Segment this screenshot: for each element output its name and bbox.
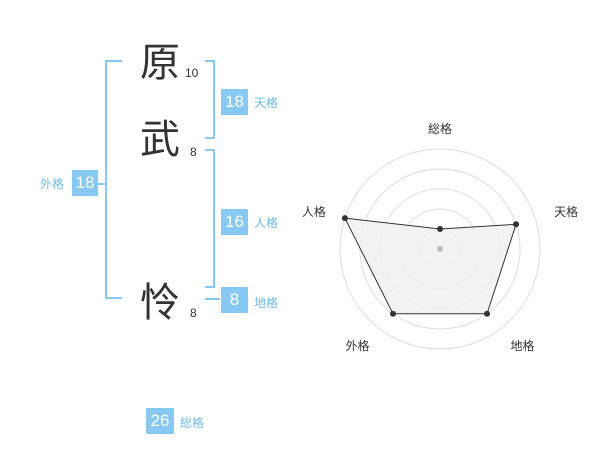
tenkaku-label: 天格 (254, 96, 279, 110)
tenkaku-badge: 18 (221, 89, 248, 115)
jinkaku-label: 人格 (254, 216, 279, 230)
chikaku-badge: 8 (221, 287, 248, 313)
gaikaku-label: 外格 (40, 177, 65, 191)
tenkaku-bracket-top (205, 60, 215, 62)
tenkaku-bracket-vertical (213, 60, 215, 139)
stroke-count-1: 10 (185, 66, 199, 80)
radar-ring (339, 148, 541, 350)
radar-axis-label-3: 地格 (511, 338, 535, 353)
tenkaku-bracket-bottom (205, 137, 215, 139)
radar-point-2 (513, 221, 520, 228)
radar-axis-label-5: 人格 (302, 204, 326, 219)
jinkaku-bracket-top (205, 149, 215, 151)
radar-point-4 (389, 310, 396, 317)
jinkaku-bracket-bottom (205, 286, 215, 288)
radar-axis-label-2: 天格 (554, 204, 578, 219)
name-char-2: 武 (140, 117, 180, 163)
radar-axis-label-4: 外格 (345, 338, 369, 353)
radar-point-3 (484, 310, 491, 317)
radar-center (437, 246, 443, 252)
gaikaku-bracket-top (105, 60, 122, 62)
gaikaku-connector (97, 183, 105, 185)
name-char-3: 怜 (140, 280, 180, 326)
gaikaku-badge: 18 (72, 170, 98, 196)
soukaku-label: 総格 (180, 416, 205, 430)
radar-axis-label-1: 総格 (428, 121, 452, 136)
soukaku-badge: 26 (146, 408, 174, 434)
jinkaku-badge: 16 (221, 209, 248, 235)
chikaku-label: 地格 (254, 296, 279, 310)
name-char-1: 原 (140, 40, 180, 86)
gaikaku-bracket-vertical (105, 60, 107, 299)
stroke-count-3: 8 (190, 306, 197, 320)
radar-point-5 (341, 215, 348, 222)
chikaku-connector (205, 298, 220, 300)
jinkaku-bracket-vertical (213, 149, 215, 288)
radar-point-1 (437, 226, 443, 232)
radar-area (344, 217, 517, 315)
stroke-count-2: 8 (190, 145, 197, 159)
gaikaku-bracket-bottom (105, 297, 122, 299)
